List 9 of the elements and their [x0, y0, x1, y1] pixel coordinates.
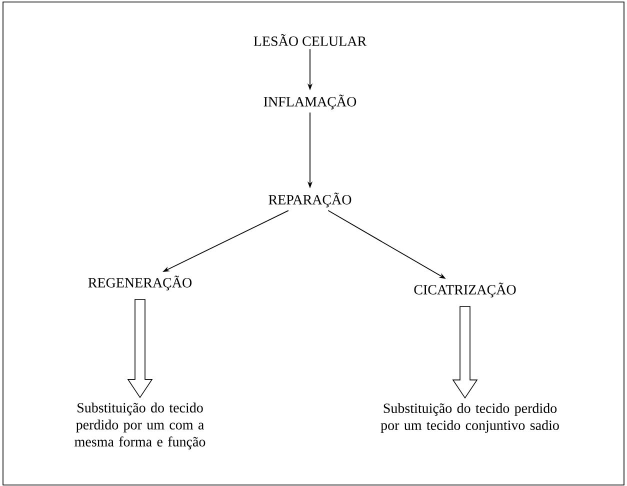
heading-text: INFLAMAÇÃO — [264, 94, 356, 110]
description-text: Substituição do tecido perdido por um com a mesma forma e função — [74, 402, 206, 450]
heading-text: REGENERAÇÃO — [88, 276, 192, 290]
heading-text: CICATRIZAÇÃO — [414, 282, 516, 298]
hollow-arrow — [127, 299, 153, 398]
hollow-arrow — [452, 306, 478, 399]
heading-text: REPARAÇÃO — [268, 192, 352, 208]
description-text: Substituição do tecido perdido por um tecido conjuntivo sadio — [380, 403, 559, 433]
heading-text: LESÃO CELULAR — [254, 34, 367, 46]
